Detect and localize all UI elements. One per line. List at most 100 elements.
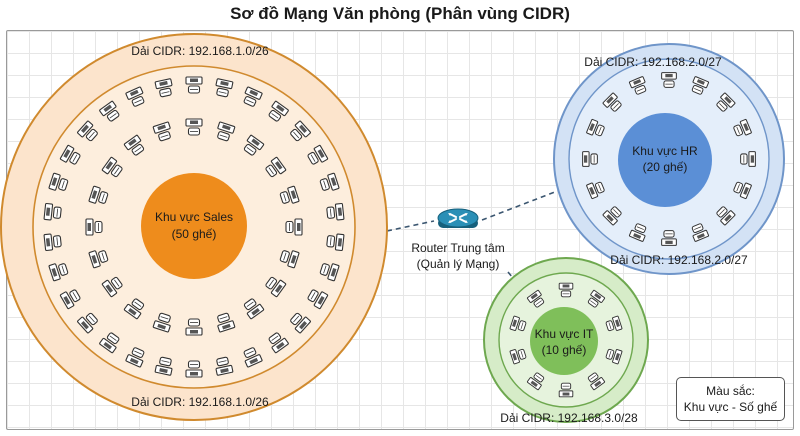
sales-seat-icon bbox=[279, 185, 300, 204]
sales-seat-icon bbox=[268, 100, 289, 122]
it-seat-icon bbox=[605, 315, 623, 332]
it-seat-group bbox=[509, 282, 623, 398]
sales-seat-icon bbox=[101, 156, 123, 178]
sales-seat-icon bbox=[85, 218, 103, 236]
hr-seat-icon bbox=[740, 151, 756, 167]
hr-seat-icon bbox=[661, 72, 677, 88]
link-router-hr bbox=[481, 189, 561, 221]
hr-seat-icon bbox=[582, 151, 598, 167]
sales-seat-icon bbox=[307, 289, 329, 310]
hr-seat-icon bbox=[691, 76, 710, 95]
sales-seat-icon bbox=[243, 298, 265, 320]
sales-seat-icon bbox=[217, 312, 236, 333]
sales-seat-icon bbox=[99, 332, 120, 354]
it-seat-icon bbox=[526, 372, 545, 391]
hr-cidr-top: Dải CIDR: 192.168.2.0/27 bbox=[584, 55, 722, 69]
diagram-title: Sơ đồ Mạng Văn phòng (Phân vùng CIDR) bbox=[230, 4, 570, 23]
sales-zone-seats: (50 ghế) bbox=[172, 227, 217, 241]
sales-seat-icon bbox=[99, 100, 120, 122]
it-seat-icon bbox=[587, 372, 606, 391]
legend-line-1: Màu sắc: bbox=[706, 384, 755, 398]
sales-seat-icon bbox=[59, 289, 81, 310]
it-seat-icon bbox=[558, 382, 574, 398]
it-seat-icon bbox=[605, 348, 623, 365]
sales-seat-icon bbox=[215, 78, 234, 98]
sales-seat-icon bbox=[319, 172, 340, 191]
hr-seat-icon bbox=[733, 118, 752, 137]
it-cidr-bottom: Dải CIDR: 192.168.3.0/28 bbox=[500, 411, 638, 425]
hr-seat-icon bbox=[602, 206, 622, 226]
hr-seat-group bbox=[582, 72, 756, 246]
sales-seat-icon bbox=[279, 250, 300, 269]
hr-seat-icon bbox=[661, 230, 677, 246]
sales-seat-icon bbox=[290, 312, 311, 334]
sales-seat-icon bbox=[185, 76, 203, 94]
sales-seat-icon bbox=[59, 144, 81, 165]
router-icon bbox=[437, 208, 479, 228]
sales-seat-icon bbox=[243, 134, 265, 156]
router[interactable]: Router Trung tâm (Quản lý Mạng) bbox=[411, 208, 505, 271]
sales-seat-icon bbox=[88, 250, 109, 269]
sales-seat-icon bbox=[154, 78, 173, 98]
sales-seat-icon bbox=[243, 347, 263, 368]
sales-seat-icon bbox=[307, 144, 329, 165]
hr-seat-icon bbox=[586, 181, 605, 200]
sales-core bbox=[141, 173, 247, 279]
zone-hr: Dải CIDR: 192.168.2.0/27 Dải CIDR: 192.1… bbox=[553, 43, 785, 275]
it-zone-seats: (10 ghế) bbox=[542, 343, 587, 357]
sales-seat-group bbox=[43, 76, 345, 378]
sales-seat-icon bbox=[265, 156, 287, 178]
sales-seat-icon bbox=[152, 121, 171, 142]
sales-seat-icon bbox=[243, 86, 263, 107]
it-core bbox=[530, 307, 598, 375]
sales-seat-icon bbox=[43, 233, 62, 252]
it-seat-icon bbox=[526, 289, 545, 308]
sales-seat-icon bbox=[185, 318, 203, 336]
sales-seat-icon bbox=[326, 202, 345, 221]
hr-cidr-bottom: Dải CIDR: 192.168.2.0/27 bbox=[610, 253, 748, 267]
sales-seat-icon bbox=[77, 120, 98, 142]
it-seat-icon bbox=[558, 282, 574, 298]
hr-seat-icon bbox=[628, 223, 647, 242]
router-label-1: Router Trung tâm bbox=[411, 241, 504, 255]
hr-core bbox=[618, 113, 712, 207]
zone-sales: Dải CIDR: 192.168.1.0/26 Dải CIDR: 192.1… bbox=[0, 33, 388, 421]
sales-seat-icon bbox=[154, 356, 173, 376]
hr-seat-icon bbox=[691, 223, 710, 242]
it-seat-icon bbox=[509, 315, 527, 332]
sales-seat-icon bbox=[123, 134, 145, 156]
sales-cidr-bottom: Dải CIDR: 192.168.1.0/26 bbox=[131, 395, 269, 409]
sales-seat-icon bbox=[123, 298, 145, 320]
sales-seat-icon bbox=[125, 86, 145, 107]
it-zone-name: Khu vực IT bbox=[535, 327, 594, 341]
sales-zone-name: Khu vực Sales bbox=[155, 210, 233, 224]
color-legend: Màu sắc: Khu vực - Số ghế bbox=[676, 377, 785, 421]
sales-seat-icon bbox=[217, 121, 236, 142]
hr-seat-icon bbox=[716, 92, 736, 112]
sales-seat-icon bbox=[319, 263, 340, 282]
hr-zone-seats: (20 ghế) bbox=[643, 160, 688, 174]
sales-seat-icon bbox=[152, 312, 171, 333]
legend-line-2: Khu vực - Số ghế bbox=[683, 400, 778, 414]
sales-seat-icon bbox=[290, 120, 311, 142]
sales-seat-icon bbox=[326, 233, 345, 252]
sales-seat-icon bbox=[185, 360, 203, 378]
hr-zone-name: Khu vực HR bbox=[632, 144, 698, 158]
sales-seat-icon bbox=[265, 276, 287, 298]
it-seat-icon bbox=[509, 348, 527, 365]
sales-seat-icon bbox=[77, 312, 98, 334]
hr-seat-icon bbox=[628, 76, 647, 95]
sales-seat-icon bbox=[101, 276, 123, 298]
it-seat-icon bbox=[587, 289, 606, 308]
hr-seat-icon bbox=[716, 206, 736, 226]
link-sales-router bbox=[386, 220, 435, 232]
router-label-2: (Quản lý Mạng) bbox=[417, 257, 500, 271]
sales-seat-icon bbox=[185, 118, 203, 136]
sales-seat-icon bbox=[125, 347, 145, 368]
sales-seat-icon bbox=[88, 185, 109, 204]
sales-seat-icon bbox=[215, 356, 234, 376]
sales-seat-icon bbox=[48, 263, 69, 282]
sales-cidr-top: Dải CIDR: 192.168.1.0/26 bbox=[131, 44, 269, 58]
